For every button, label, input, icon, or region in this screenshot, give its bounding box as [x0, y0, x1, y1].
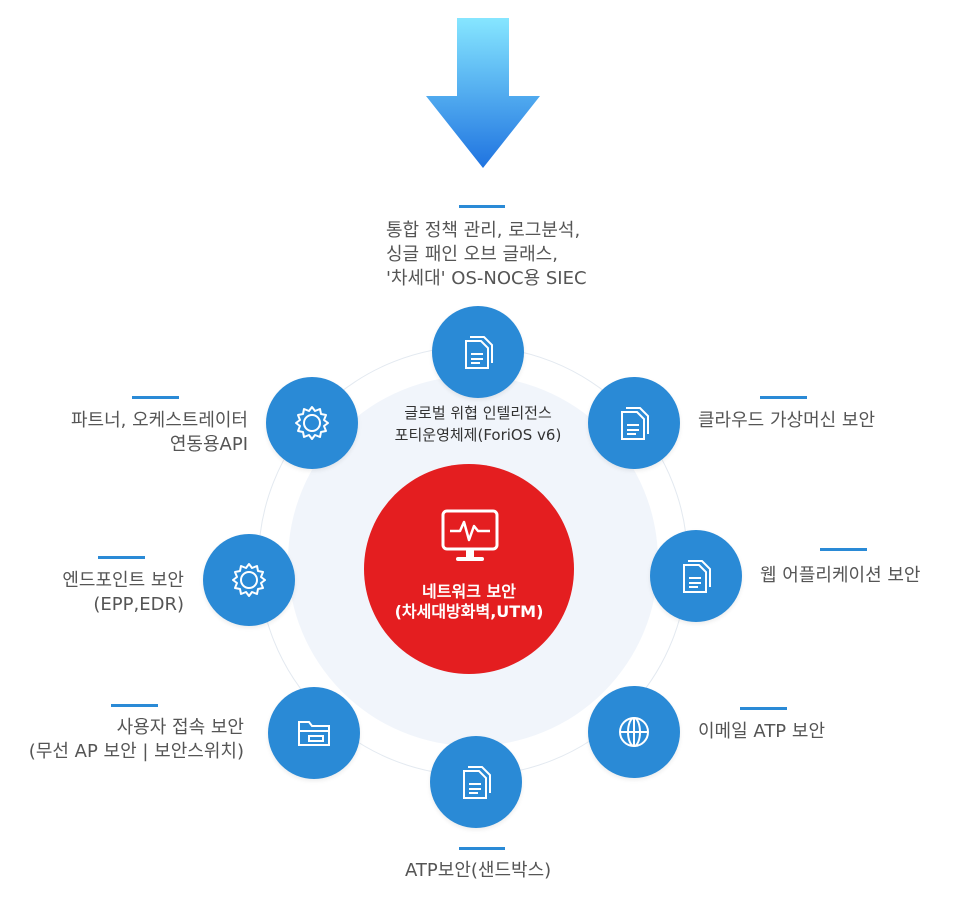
label-bar: [459, 847, 505, 850]
node-label-line: 엔드포인트 보안: [62, 570, 184, 591]
core-label-line: (차세대방화벽,UTM): [394, 602, 544, 621]
node-endpoint-security[interactable]: [203, 534, 295, 626]
folder-icon: [298, 721, 330, 746]
document-icon: [621, 407, 649, 440]
node-label-line: 사용자 접속 보안: [116, 717, 244, 738]
network-security-core: 네트워크 보안 (차세대방화벽,UTM): [364, 464, 574, 674]
node-label-partner: 파트너, 오케스트레이터 연동용API: [20, 409, 248, 457]
node-cloud-vm-security[interactable]: [588, 377, 680, 469]
node-web-application-security[interactable]: [650, 530, 742, 622]
platform-caption: 글로벌 위협 인텔리전스 포티운영체제(ForiOS v6): [368, 402, 588, 446]
node-label-line: (EPP,EDR): [93, 594, 184, 615]
node-label-line: ATP보안(샌드박스): [405, 860, 552, 881]
gear-icon: [295, 406, 329, 440]
document-icon: [683, 560, 711, 593]
node-label-line: 싱글 패인 오브 글래스,: [386, 244, 558, 265]
label-bar: [459, 205, 505, 208]
node-label-line: 이메일 ATP 보안: [698, 721, 826, 742]
core-label-line: 네트워크 보안: [422, 582, 516, 601]
node-label-line: 통합 정책 관리, 로그분석,: [386, 220, 581, 241]
label-bar: [820, 548, 867, 551]
node-label-sandbox: ATP보안(샌드박스): [405, 859, 551, 883]
node-label-access: 사용자 접속 보안 (무선 AP 보안 | 보안스위치): [4, 716, 244, 764]
label-bar: [760, 396, 807, 399]
document-icon: [465, 336, 493, 369]
node-user-access-security[interactable]: [268, 687, 360, 779]
node-policy-management[interactable]: [432, 306, 524, 398]
node-label-top: 통합 정책 관리, 로그분석, 싱글 패인 오브 글래스, '차세대' OS-N…: [386, 219, 587, 291]
node-partner-orchestrator-api[interactable]: [266, 377, 358, 469]
node-label-webapp: 웹 어플리케이션 보안: [760, 564, 920, 588]
node-label-line: 파트너, 오케스트레이터: [70, 410, 248, 431]
gear-icon: [232, 563, 266, 597]
node-label-endpoint: 엔드포인트 보안 (EPP,EDR): [20, 569, 184, 617]
node-label-line: '차세대' OS-NOC용 SIEC: [386, 268, 587, 289]
globe-icon: [619, 717, 649, 747]
label-bar: [98, 556, 145, 559]
node-label-line: 클라우드 가상머신 보안: [698, 410, 876, 431]
label-bar: [132, 396, 179, 399]
label-bar: [740, 707, 787, 710]
node-label-line: (무선 AP 보안 | 보안스위치): [28, 741, 244, 762]
node-label-line: 웹 어플리케이션 보안: [760, 565, 921, 586]
platform-caption-line: 포티운영체제(ForiOS v6): [394, 426, 562, 444]
node-atp-sandbox[interactable]: [430, 736, 522, 828]
node-label-email: 이메일 ATP 보안: [698, 720, 825, 744]
node-label-line: 연동용API: [169, 434, 248, 455]
label-bar: [111, 704, 158, 707]
down-arrow-icon: [426, 18, 540, 168]
node-email-atp-security[interactable]: [588, 686, 680, 778]
document-icon: [463, 766, 491, 799]
platform-caption-line: 글로벌 위협 인텔리전스: [404, 404, 552, 422]
monitor-pulse-icon: [441, 509, 499, 561]
node-label-cloud: 클라우드 가상머신 보안: [698, 409, 875, 433]
